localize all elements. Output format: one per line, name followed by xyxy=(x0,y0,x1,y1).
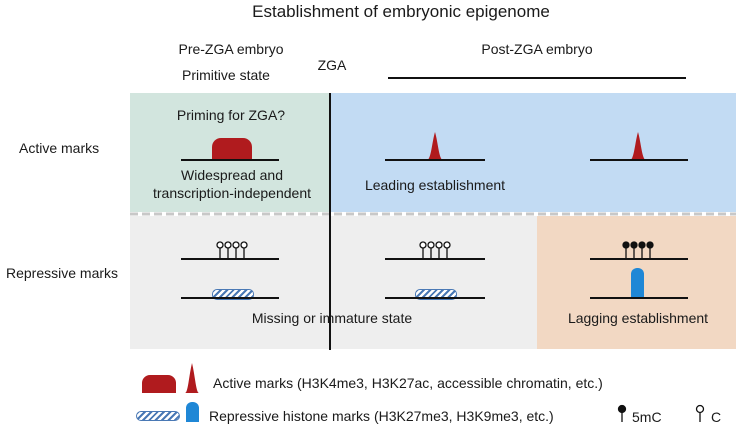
lagging-dna-cpg xyxy=(590,258,688,260)
legend-c-lollipop-icon xyxy=(695,404,705,422)
mid-dna-histone xyxy=(385,297,485,299)
diagram-title: Establishment of embryonic epigenome xyxy=(252,2,550,21)
repressive-marks-row-label: Repressive marks xyxy=(6,265,119,281)
repressive-histone-mark xyxy=(631,268,644,298)
post-zga-label: Post-ZGA embryo xyxy=(481,41,593,57)
immature-repressive-mark-1 xyxy=(212,289,254,300)
post-zga-underline xyxy=(388,77,686,79)
legend-hatched-repressive-icon xyxy=(136,411,180,421)
pre-zga-dna-cpg xyxy=(181,258,279,260)
legend-sharp-active-icon xyxy=(185,363,199,393)
lagging-dna-histone xyxy=(590,297,688,299)
unmethylated-cpg-lollipops-1 xyxy=(216,241,248,258)
pre-zga-label: Pre-ZGA embryo xyxy=(178,41,284,57)
legend-repressive-pill-icon xyxy=(186,402,199,422)
primitive-state-label: Primitive state xyxy=(182,67,270,83)
lagging-establishment-label: Lagging establishment xyxy=(567,310,709,326)
post-zga-active-dna-2 xyxy=(590,159,688,161)
mid-dna-cpg xyxy=(385,258,485,260)
unmethylated-cpg-lollipops-2 xyxy=(419,241,451,258)
legend-5mc-lollipop-icon xyxy=(617,404,627,422)
widespread-label-line1: Widespread and xyxy=(181,167,283,183)
band-separator xyxy=(130,212,736,216)
legend-5mc: 5mC xyxy=(632,409,662,425)
post-zga-active-region xyxy=(330,93,736,212)
active-marks-row-label: Active marks xyxy=(19,140,100,156)
priming-label: Priming for ZGA? xyxy=(176,107,286,123)
zga-label: ZGA xyxy=(317,57,347,73)
sharp-active-mark-1 xyxy=(427,132,443,160)
missing-immature-label: Missing or immature state xyxy=(251,310,413,326)
widespread-label-line2: transcription-independent xyxy=(153,185,311,201)
broad-active-mark xyxy=(212,138,252,160)
pre-zga-active-dna xyxy=(181,159,279,161)
sharp-active-mark-2 xyxy=(630,132,646,160)
legend-c: C xyxy=(711,409,722,425)
methylated-cpg-lollipops xyxy=(622,241,654,258)
legend-broad-active-icon xyxy=(142,375,176,393)
repressive-region xyxy=(130,216,537,349)
legend-repressive-marks: Repressive histone marks (H3K27me3, H3K9… xyxy=(209,408,554,424)
leading-establishment-label: Leading establishment xyxy=(364,177,506,193)
immature-repressive-mark-2 xyxy=(415,289,457,300)
legend-active-marks: Active marks (H3K4me3, H3K27ac, accessib… xyxy=(213,375,603,391)
pre-zga-dna-histone xyxy=(181,297,279,299)
zga-divider xyxy=(329,93,331,350)
post-zga-active-dna-1 xyxy=(385,159,485,161)
